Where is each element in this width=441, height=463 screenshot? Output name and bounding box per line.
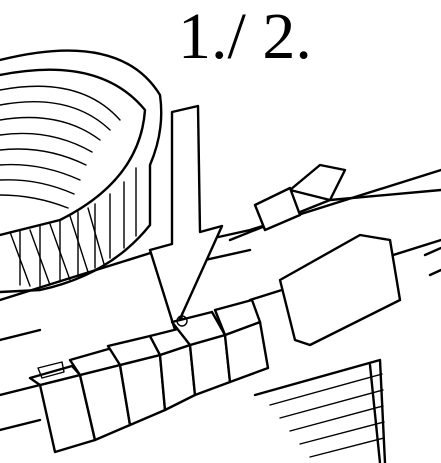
cooling-fan — [0, 49, 163, 294]
down-arrow-icon — [148, 104, 224, 332]
button-row — [28, 298, 270, 454]
step-label: 1./ 2. — [178, 0, 312, 73]
cover-block — [253, 163, 441, 347]
eject-icon — [37, 361, 65, 379]
power-icon — [176, 312, 188, 327]
button-4[interactable] — [158, 343, 197, 412]
